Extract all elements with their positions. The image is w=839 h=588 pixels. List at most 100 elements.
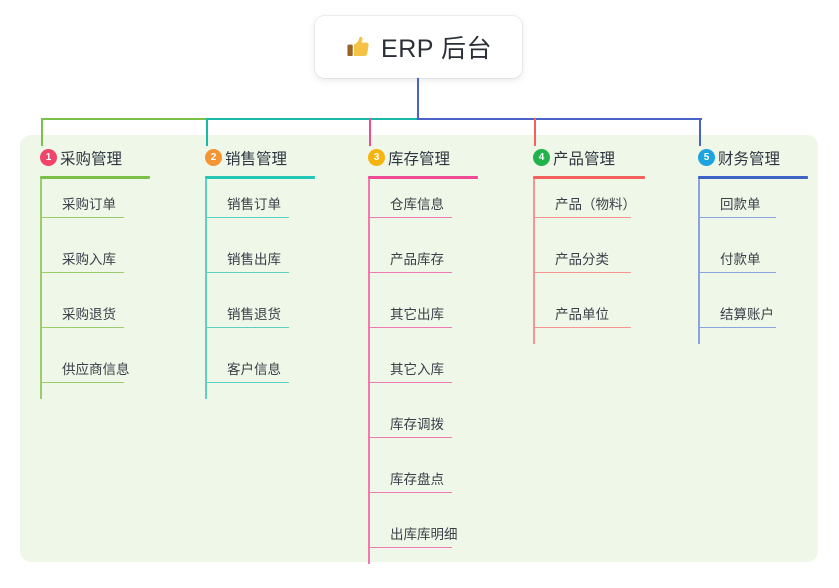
item-rule [535,271,631,274]
item-label: 客户信息 [227,361,281,377]
item-rule [535,326,631,329]
item-label: 库存调拨 [390,416,444,432]
list-item[interactable]: 库存调拨 [368,399,518,454]
column-items-5: 回款单付款单结算账户 [698,178,828,344]
bus-segment-teal [207,118,419,120]
item-label: 产品单位 [555,306,609,322]
list-item[interactable]: 采购退货 [40,289,190,344]
item-rule [42,326,124,329]
diagram-panel [20,135,818,562]
item-rule [370,271,452,274]
list-item[interactable]: 付款单 [698,234,828,289]
root-stem-connector [417,78,419,120]
item-rule [535,216,631,219]
list-item[interactable]: 客户信息 [205,344,355,399]
list-item[interactable]: 采购订单 [40,179,190,234]
column-drop-connector-4 [534,118,536,146]
list-item[interactable]: 其它入库 [368,344,518,399]
list-item[interactable]: 仓库信息 [368,179,518,234]
column-badge-3: 3 [368,149,385,166]
item-label: 出库库明细 [390,526,458,542]
column-drop-connector-2 [206,118,208,146]
column-rule-4 [533,176,645,179]
list-item[interactable]: 供应商信息 [40,344,190,399]
column-title-4: 产品管理 [553,151,616,168]
item-label: 产品分类 [555,251,609,267]
item-label: 供应商信息 [62,361,130,377]
list-item[interactable]: 产品单位 [533,289,693,344]
column-title-2: 销售管理 [225,151,288,168]
list-item[interactable]: 回款单 [698,179,828,234]
bus-segment-blue [417,118,702,120]
item-rule [207,216,289,219]
list-item[interactable]: 产品（物料） [533,179,693,234]
list-item[interactable]: 销售订单 [205,179,355,234]
list-item[interactable]: 销售退货 [205,289,355,344]
column-spine-3 [368,178,370,564]
item-label: 付款单 [720,251,761,267]
column-items-1: 采购订单采购入库采购退货供应商信息 [40,178,190,399]
item-rule [700,271,776,274]
list-item[interactable]: 产品分类 [533,234,693,289]
root-node[interactable]: ERP 后台 [315,16,522,78]
item-label: 采购退货 [62,306,116,322]
item-label: 其它入库 [390,361,444,377]
item-label: 销售退货 [227,306,281,322]
list-item[interactable]: 产品库存 [368,234,518,289]
column-rule-3 [368,176,478,179]
item-label: 库存盘点 [390,471,444,487]
item-label: 回款单 [720,196,761,212]
list-item[interactable]: 结算账户 [698,289,828,344]
item-label: 采购入库 [62,251,116,267]
item-label: 仓库信息 [390,196,444,212]
list-item[interactable]: 采购入库 [40,234,190,289]
item-rule [370,381,452,384]
column-title-3: 库存管理 [388,151,451,168]
item-rule [42,216,124,219]
item-label: 销售出库 [227,251,281,267]
column-spine-4 [533,178,535,344]
column-spine-5 [698,178,700,344]
column-badge-4: 4 [533,149,550,166]
item-rule [700,326,776,329]
item-rule [370,216,452,219]
item-label: 销售订单 [227,196,281,212]
item-rule [370,491,452,494]
thumbs-up-icon [345,34,371,60]
item-label: 产品库存 [390,251,444,267]
column-badge-1: 1 [40,149,57,166]
column-items-3: 仓库信息产品库存其它出库其它入库库存调拨库存盘点出库库明细 [368,178,518,564]
item-rule [370,436,452,439]
column-badge-5: 5 [698,149,715,166]
item-label: 产品（物料） [555,196,636,212]
column-rule-5 [698,176,808,179]
list-item[interactable]: 其它出库 [368,289,518,344]
item-rule [42,381,124,384]
column-rule-2 [205,176,315,179]
column-drop-connector-3 [369,118,371,146]
column-drop-connector-5 [699,118,701,146]
list-item[interactable]: 出库库明细 [368,509,518,564]
item-label: 结算账户 [720,306,774,322]
item-rule [207,381,289,384]
list-item[interactable]: 库存盘点 [368,454,518,509]
item-rule [370,546,452,549]
item-rule [370,326,452,329]
column-title-5: 财务管理 [718,151,781,168]
item-label: 采购订单 [62,196,116,212]
list-item[interactable]: 销售出库 [205,234,355,289]
column-spine-1 [40,178,42,399]
root-title: ERP 后台 [381,35,492,63]
column-items-4: 产品（物料） 产品分类产品单位 [533,178,693,344]
